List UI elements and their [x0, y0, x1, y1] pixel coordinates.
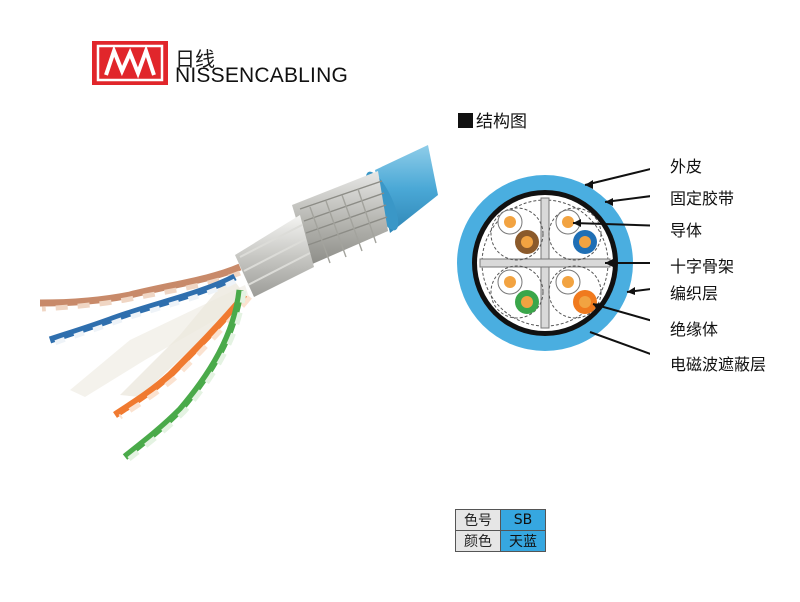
color-name-value: 天蓝 [500, 530, 546, 552]
pair-green-section [497, 269, 539, 314]
cable-braid [292, 171, 388, 265]
color-name-key: 颜色 [455, 530, 501, 552]
pair-brown [39, 263, 242, 312]
color-row-code: 色号 SB [455, 509, 546, 531]
pair-orange-section [555, 269, 597, 314]
color-code-value: SB [500, 509, 546, 531]
pair-brown-section [497, 209, 539, 254]
brand-name-en: NISSENCABLING [175, 64, 348, 87]
pair-green [122, 289, 247, 461]
cable-photo [39, 145, 438, 461]
color-code-key: 色号 [455, 509, 501, 531]
label-insulation: 绝缘体 [670, 320, 719, 339]
leader-lines [572, 168, 650, 355]
pair-blue-section [555, 209, 597, 254]
diagram-title: 结构图 [458, 107, 527, 132]
logo-mark-icon [96, 44, 164, 82]
leader-arrowheads [573, 180, 635, 311]
label-braid: 编织层 [670, 284, 719, 303]
label-emi-shield: 电磁波遮蔽层 [670, 355, 767, 374]
cross-section-diagram [457, 168, 650, 355]
label-cross-filler: 十字骨架 [670, 257, 735, 276]
label-outer-sheath: 外皮 [670, 157, 703, 176]
cross-filler-horizontal [479, 258, 611, 268]
pair-orange [113, 292, 252, 420]
diagram-title-text: 结构图 [476, 112, 527, 132]
brand-logo [92, 41, 168, 85]
label-fixing-tape: 固定胶带 [670, 189, 735, 208]
pair-blue [48, 273, 237, 347]
color-row-name: 颜色 天蓝 [455, 530, 546, 552]
cable-foil [235, 215, 314, 297]
brand-name-cn: 日线 [175, 47, 215, 71]
square-bullet-icon [458, 113, 473, 128]
label-conductor: 导体 [670, 221, 703, 240]
color-table: 色号 SB 颜色 天蓝 [455, 509, 546, 552]
